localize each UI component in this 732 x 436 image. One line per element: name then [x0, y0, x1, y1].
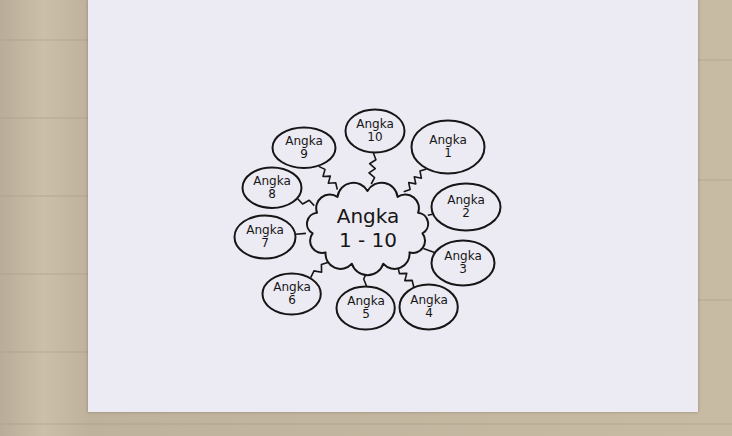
zigzag-connector — [369, 153, 376, 184]
topic-ellipse: Angka 9 — [271, 126, 337, 169]
topic-ellipse: Angka 3 — [430, 239, 496, 287]
topic-ellipse: Angka 4 — [398, 283, 459, 331]
zigzag-connector — [428, 214, 433, 215]
zigzag-connector — [298, 199, 315, 206]
topic-ellipse: Angka 1 — [410, 119, 486, 175]
topic-label: Angka 6 — [273, 281, 311, 307]
topic-label: Angka 5 — [347, 295, 385, 321]
topic-label: Angka 10 — [356, 118, 394, 144]
topic-ellipse: Angka 6 — [261, 272, 322, 316]
topic-ellipse: Angka 8 — [241, 166, 303, 209]
topic-ellipse: Angka 5 — [335, 285, 396, 331]
topic-ellipse: Angka 7 — [233, 214, 297, 260]
zigzag-connector — [423, 248, 434, 252]
topic-label: Angka 8 — [253, 175, 291, 201]
zigzag-connector — [296, 233, 306, 236]
topic-label: Angka 1 — [429, 134, 467, 160]
topic-label: Angka 4 — [410, 294, 448, 320]
topic-ellipse: Angka 2 — [430, 182, 502, 232]
topic-label: Angka 9 — [285, 135, 323, 161]
zigzag-connector — [311, 262, 329, 278]
central-topic: Angka 1 - 10 — [331, 204, 405, 252]
zigzag-connector — [404, 169, 427, 192]
zigzag-connector — [398, 267, 414, 288]
central-cloud: Angka 1 - 10 — [303, 182, 432, 274]
topic-ellipse: Angka 10 — [344, 108, 406, 154]
zigzag-connector — [319, 166, 338, 189]
topic-label: Angka 2 — [447, 194, 485, 220]
topic-label: Angka 7 — [246, 224, 284, 250]
topic-label: Angka 3 — [444, 250, 482, 276]
